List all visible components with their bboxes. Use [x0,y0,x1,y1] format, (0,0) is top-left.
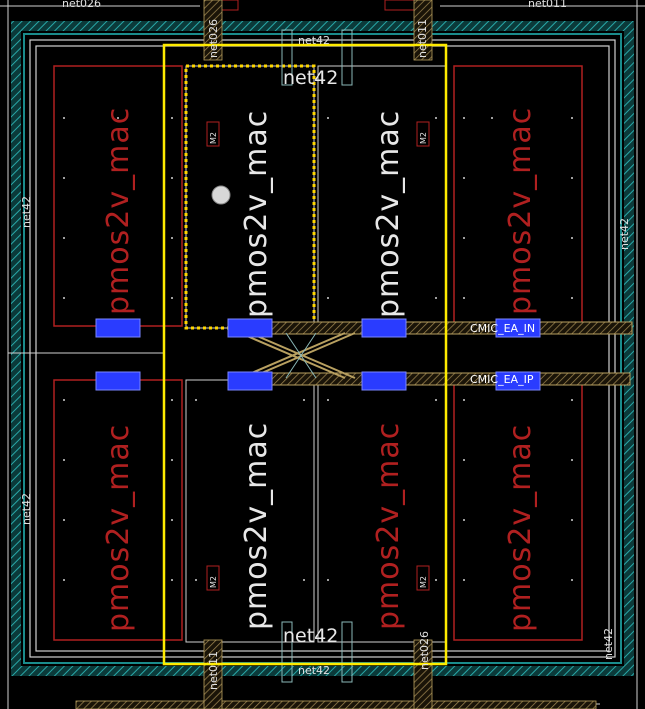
svg-text:net026: net026 [62,0,101,10]
contacts[interactable] [95,318,541,391]
device-label: pmos2v_mac [371,422,406,630]
device-label: pmos2v_mac [101,107,136,315]
svg-text:M2: M2 [209,132,218,144]
svg-text:net42: net42 [298,664,330,677]
svg-text:net42: net42 [20,196,33,228]
grid-dots [63,117,573,581]
device-label: pmos2v_mac [239,110,274,318]
svg-text:net42: net42 [283,625,338,647]
device-label: pmos2v_mac [239,422,274,630]
device-label: pmos2v_mac [503,424,538,632]
device-outer-upper-right[interactable]: pmos2v_mac [453,65,583,327]
pin-labels[interactable]: CMIC_EA_IN CMIC_EA_IP [470,322,535,386]
svg-text:net42: net42 [618,218,631,250]
device-outer-lower-right[interactable]: pmos2v_mac [453,379,583,641]
svg-text:net42: net42 [20,493,33,525]
svg-text:net011: net011 [416,19,429,58]
svg-text:net42: net42 [298,34,330,47]
svg-text:net42: net42 [283,67,338,89]
device-inner-upper-left[interactable]: pmos2v_mac [184,64,316,330]
via-m2[interactable]: M2 [206,565,220,591]
device-inner-lower-left[interactable]: pmos2v_mac [185,379,315,643]
pin-cmic-ea-in: CMIC_EA_IN [470,322,535,335]
via-m2[interactable]: M2 [206,121,220,147]
side-wires[interactable] [7,0,638,709]
pin-cmic-ea-ip: CMIC_EA_IP [470,373,534,386]
svg-text:net011: net011 [528,0,567,10]
device-outer-upper-left[interactable]: pmos2v_mac [53,65,183,327]
svg-text:net42: net42 [602,628,615,660]
net-labels: net026 net011 net42 net026 net011 net42 … [20,0,631,690]
device-inner-upper-right[interactable]: pmos2v_mac [317,65,447,329]
device-outer-lower-left[interactable]: pmos2v_mac [53,379,183,641]
device-inner-lower-right[interactable]: pmos2v_mac [317,379,447,643]
svg-text:M2: M2 [419,576,428,588]
svg-text:M2: M2 [419,132,428,144]
selection-box[interactable] [162,43,448,666]
device-label: pmos2v_mac [371,110,406,318]
svg-text:net011: net011 [207,651,220,690]
cursor-marker [211,185,231,205]
device-label: pmos2v_mac [503,107,538,315]
metal-routing[interactable] [239,321,633,386]
svg-text:M2: M2 [209,576,218,588]
svg-text:net026: net026 [207,19,220,58]
via-m2[interactable]: M2 [416,121,430,147]
svg-text:net026: net026 [418,631,431,670]
device-label: pmos2v_mac [101,424,136,632]
via-m2[interactable]: M2 [416,565,430,591]
via-stacks[interactable]: M2 M2 M2 M2 [206,121,430,591]
guard-ring[interactable] [11,21,634,676]
